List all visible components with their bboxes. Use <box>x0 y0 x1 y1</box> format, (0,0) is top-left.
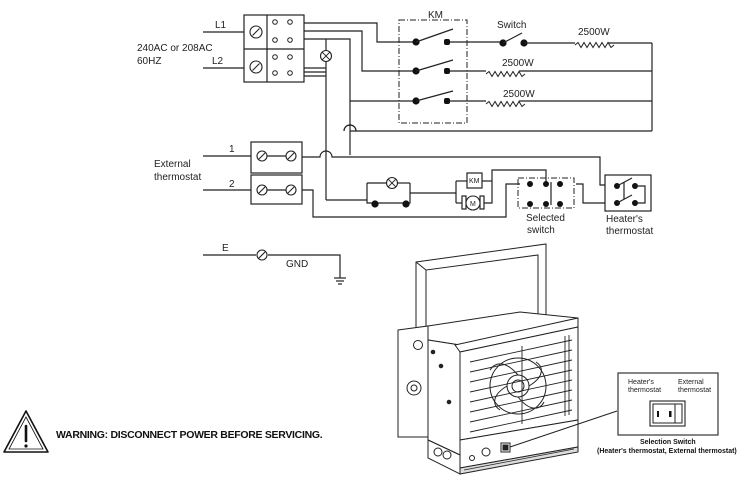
heating-element-circuits <box>350 32 653 132</box>
warning-text: WARNING: DISCONNECT POWER BEFORE SERVICI… <box>56 429 323 441</box>
heaters-thermostat-label-1: Heater's <box>606 214 643 225</box>
km-coil <box>466 172 483 189</box>
selection-switch-left-label-1: Heater's <box>628 379 654 386</box>
km-contactor-label: KM <box>428 10 443 21</box>
heating-element-1-label: 2500W <box>578 27 610 38</box>
km-contactor <box>398 19 468 124</box>
supply-voltage-label: 240AC or 208AC <box>137 43 213 54</box>
heating-element-3-label: 2500W <box>503 89 535 100</box>
fan-motor <box>461 195 485 211</box>
control-wiring <box>302 124 613 218</box>
external-thermostat-terminal-block <box>250 141 303 205</box>
gnd-label: GND <box>286 259 308 270</box>
earth-label: E <box>222 243 229 254</box>
selected-switch <box>517 177 575 209</box>
external-thermostat-label-1: External <box>154 159 191 170</box>
main-power-wires <box>304 22 415 200</box>
l1-label: L1 <box>215 20 227 31</box>
heaters-thermostat <box>604 174 652 212</box>
motor-label: M <box>470 201 476 208</box>
heating-element-2-label: 2500W <box>502 58 534 69</box>
terminal-2-label: 2 <box>229 179 235 190</box>
selected-switch-label-1: Selected <box>526 213 565 224</box>
switch-label: Switch <box>497 20 526 31</box>
selection-switch-right-label-1: External <box>678 379 704 386</box>
power-terminal-block <box>243 14 305 83</box>
selection-switch-right-label-2: thermostat <box>678 387 711 394</box>
selection-switch-title: Selection Switch <box>640 439 696 446</box>
selected-switch-label-2: switch <box>527 225 555 236</box>
heaters-thermostat-label-2: thermostat <box>606 226 653 237</box>
km-coil-label: KM <box>469 178 480 185</box>
power-indicator-lamp-icon <box>319 49 333 63</box>
supply-frequency-label: 60HZ <box>137 56 161 67</box>
bypass-lamp-icon <box>385 176 399 190</box>
l2-label: L2 <box>212 56 224 67</box>
external-thermostat-label-2: thermostat <box>154 172 201 183</box>
selection-switch-subtitle: (Heater's thermostat, External thermosta… <box>597 448 737 455</box>
warning-icon <box>3 410 49 453</box>
ground-circuit <box>203 249 346 285</box>
terminal-1-label: 1 <box>229 144 235 155</box>
heater-illustration <box>397 243 618 475</box>
selection-switch-left-label-2: thermostat <box>628 387 661 394</box>
selection-switch-inset <box>617 372 719 436</box>
